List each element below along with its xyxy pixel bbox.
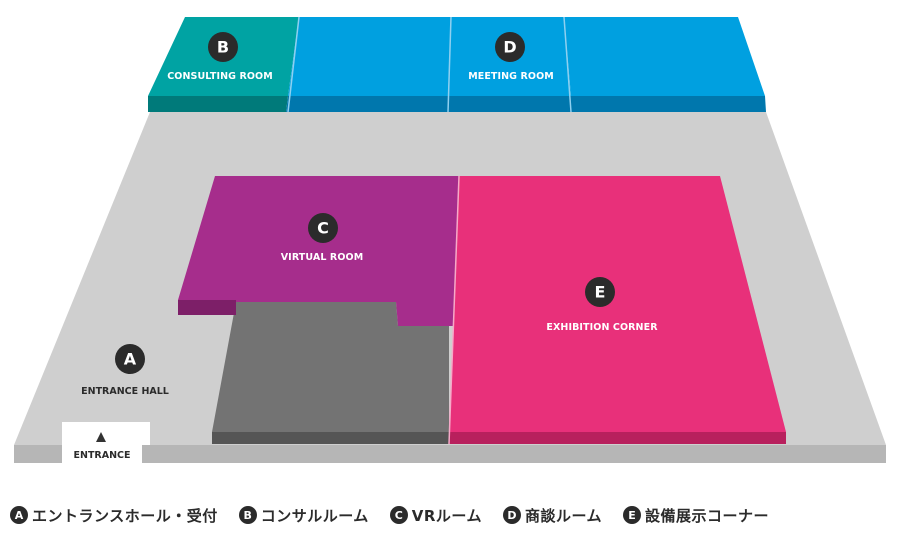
storage-area (212, 302, 449, 444)
label-consulting-room: CONSULTING ROOM (167, 71, 273, 82)
legend-text-d: 商談ルーム (524, 506, 603, 525)
consulting-room-b[interactable] (148, 17, 299, 112)
legend-text-c: VRルーム (411, 506, 482, 525)
svg-text:D: D (503, 38, 516, 57)
svg-text:E: E (595, 283, 606, 302)
legend-badge-e: E (623, 506, 642, 524)
entrance-label: ENTRANCE (74, 450, 131, 461)
svg-text:A: A (124, 350, 137, 369)
badge-a: A (115, 344, 145, 374)
svg-text:B: B (217, 38, 229, 57)
label-entrance-hall: ENTRANCE HALL (81, 386, 169, 397)
badge-e: E (585, 277, 615, 307)
legend-item-e: E 設備展示コーナー (623, 505, 769, 526)
legend-text-e: 設備展示コーナー (645, 506, 770, 525)
legend-badge-d: D (502, 506, 521, 524)
legend-item-b: B コンサルルーム (238, 505, 369, 526)
legend-badge-c: C (389, 506, 408, 524)
exhibition-corner-e[interactable] (448, 175, 786, 445)
legend-text-b: コンサルルーム (260, 506, 369, 525)
badge-c: C (308, 213, 338, 243)
badge-d: D (495, 32, 525, 62)
label-virtual-room: VIRTUAL ROOM (281, 252, 364, 263)
legend: A エントランスホール・受付 B コンサルルーム C VRルーム D 商談ルーム… (10, 503, 790, 527)
meeting-room-d[interactable] (286, 16, 766, 113)
legend-item-a: A エントランスホール・受付 (10, 505, 218, 526)
floor-map: ENTRANCE B CONSULTING ROOM D MEETING ROO… (14, 16, 886, 463)
legend-item-c: C VRルーム (389, 505, 482, 526)
legend-item-d: D 商談ルーム (502, 505, 603, 526)
label-exhibition-corner: EXHIBITION CORNER (546, 322, 658, 333)
legend-text-a: エントランスホール・受付 (32, 506, 218, 525)
legend-badge-b: B (238, 506, 257, 524)
virtual-room-c[interactable] (178, 176, 459, 326)
svg-text:C: C (317, 219, 329, 238)
entrance-arrow-icon (96, 432, 106, 442)
legend-badge-a: A (10, 506, 28, 524)
badge-b: B (208, 32, 238, 62)
entrance-marker[interactable]: ENTRANCE (62, 422, 150, 463)
label-meeting-room: MEETING ROOM (468, 71, 554, 82)
